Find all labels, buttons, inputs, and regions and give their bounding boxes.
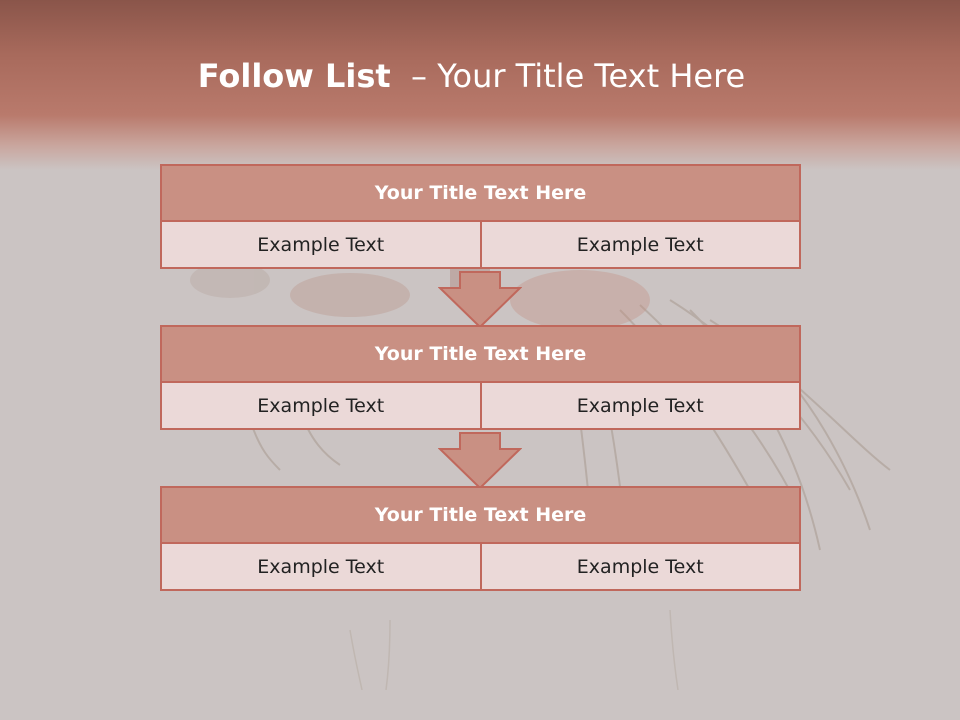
step-1-cell-left: Example Text — [162, 222, 480, 267]
step-box-2: Your Title Text Here Example Text Exampl… — [160, 325, 801, 430]
step-row-3: Example Text Example Text — [162, 542, 799, 589]
step-title-2: Your Title Text Here — [162, 327, 799, 381]
step-title-1: Your Title Text Here — [162, 166, 799, 220]
step-3-cell-left: Example Text — [162, 544, 480, 589]
step-title-3: Your Title Text Here — [162, 488, 799, 542]
step-box-1: Your Title Text Here Example Text Exampl… — [160, 164, 801, 269]
step-1-cell-right: Example Text — [479, 222, 799, 267]
step-2-cell-left: Example Text — [162, 383, 480, 428]
step-row-1: Example Text Example Text — [162, 220, 799, 267]
down-arrow-icon — [438, 271, 522, 329]
step-box-3: Your Title Text Here Example Text Exampl… — [160, 486, 801, 591]
down-arrow-icon — [438, 432, 522, 490]
step-2-cell-right: Example Text — [479, 383, 799, 428]
slide-title-rest: – Your Title Text Here — [390, 57, 746, 95]
slide-title: Follow List – Your Title Text Here — [0, 52, 943, 100]
step-3-cell-right: Example Text — [479, 544, 799, 589]
step-row-2: Example Text Example Text — [162, 381, 799, 428]
header-band — [0, 0, 960, 170]
background-photo — [190, 260, 891, 690]
slide-title-strong: Follow List — [197, 57, 391, 95]
